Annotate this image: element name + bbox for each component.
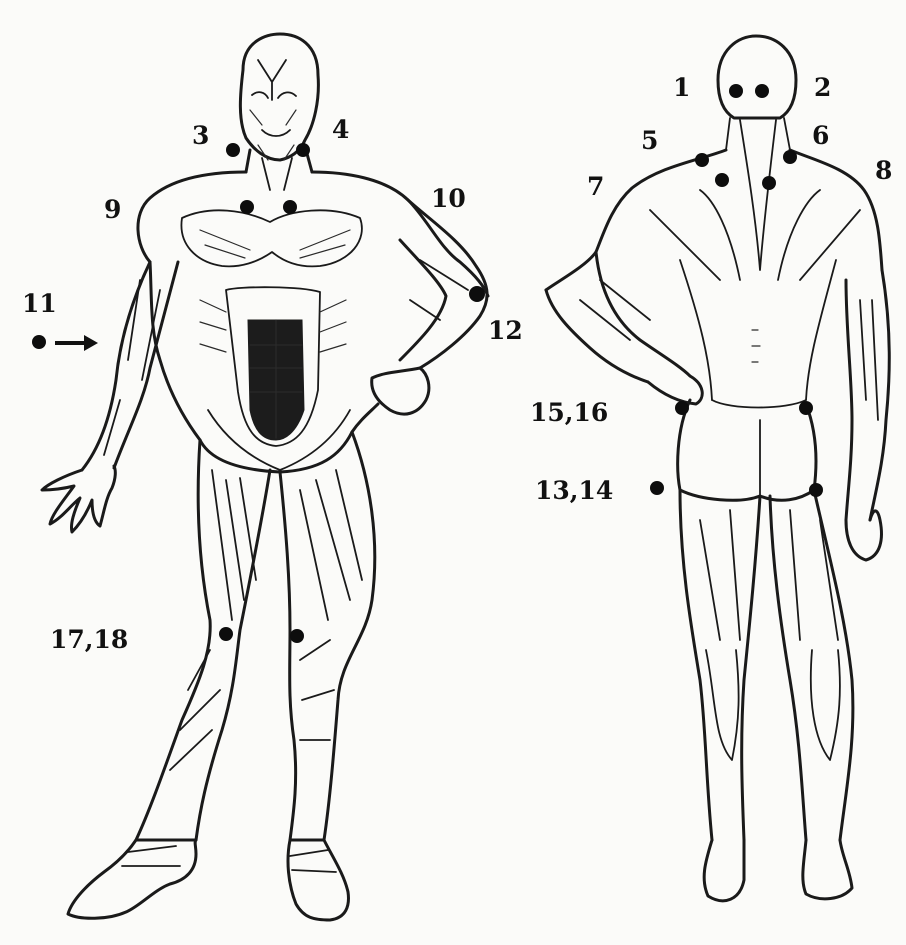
- label-7: 7: [587, 174, 604, 199]
- marker-1: [729, 84, 743, 98]
- label-1: 1: [673, 75, 690, 100]
- marker-2: [755, 84, 769, 98]
- marker-3: [226, 143, 240, 157]
- back-figure: [546, 36, 889, 901]
- label-10: 10: [431, 186, 466, 211]
- marker-9: [240, 200, 254, 214]
- marker-6: [783, 150, 797, 164]
- marker-7: [715, 173, 729, 187]
- marker-10: [283, 200, 297, 214]
- marker-4: [296, 143, 310, 157]
- label-2: 2: [814, 75, 831, 100]
- right-arrow-icon: [55, 335, 98, 351]
- marker-17: [219, 627, 233, 641]
- marker-8: [762, 176, 776, 190]
- label-13-14: 13,14: [535, 478, 613, 503]
- front-figure: [42, 34, 488, 920]
- marker-15: [675, 401, 689, 415]
- marker-16: [799, 401, 813, 415]
- label-17-18: 17,18: [50, 627, 128, 652]
- label-8: 8: [875, 158, 892, 183]
- marker-5: [695, 153, 709, 167]
- marker-13: [650, 481, 664, 495]
- label-11: 11: [22, 291, 57, 316]
- label-6: 6: [812, 123, 829, 148]
- label-9: 9: [104, 197, 121, 222]
- label-3: 3: [192, 123, 209, 148]
- label-15-16: 15,16: [530, 400, 608, 425]
- marker-12: [469, 286, 485, 302]
- label-4: 4: [332, 117, 349, 142]
- marker-18: [290, 629, 304, 643]
- label-5: 5: [641, 128, 658, 153]
- label-12: 12: [488, 318, 523, 343]
- marker-11: [32, 335, 46, 349]
- marker-14: [809, 483, 823, 497]
